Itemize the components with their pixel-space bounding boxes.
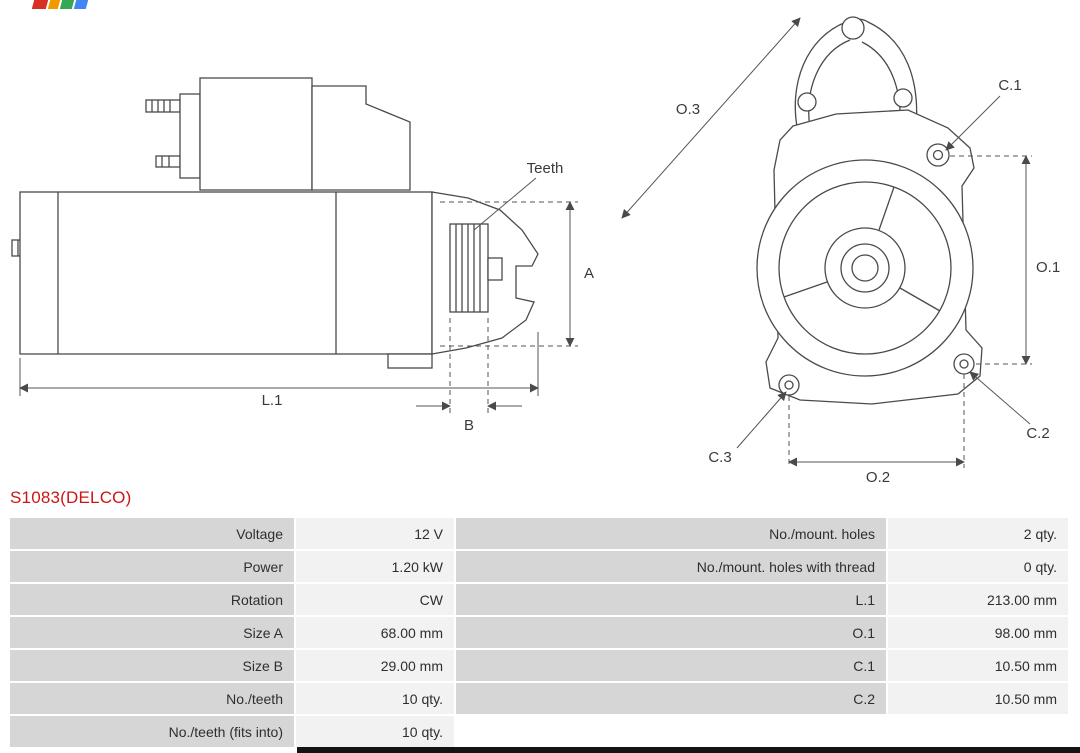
spec-value: 29.00 mm [296,650,454,681]
spec-label: Size A [10,617,294,648]
spec-value: 12 V [296,518,454,549]
dim-label-o3: O.3 [676,101,700,118]
spec-value: 10.50 mm [888,650,1068,681]
spec-label: C.1 [456,650,886,681]
technical-diagram: Teeth A L.1 B [11,16,1060,486]
dim-label-c3: C.3 [708,449,731,466]
spec-label: No./mount. holes with thread [456,551,886,582]
spec-value: 10 qty. [296,716,454,747]
dim-label-o1: O.1 [1036,259,1060,276]
starter-side-view [11,77,539,369]
spec-value-empty [888,716,1068,747]
spec-value: 10.50 mm [888,683,1068,714]
spec-label: No./teeth [10,683,294,714]
spec-value: 2 qty. [888,518,1068,549]
spec-label-empty [456,716,886,747]
dim-label-b: B [464,417,474,434]
spec-table: Voltage 12 V No./mount. holes 2 qty. Pow… [10,518,1068,747]
spec-label: Power [10,551,294,582]
side-view-dimensions [19,177,578,414]
spec-label: L.1 [456,584,886,615]
spec-label: No./mount. holes [456,518,886,549]
spec-label: O.1 [456,617,886,648]
spec-value: 213.00 mm [888,584,1068,615]
spec-value: 1.20 kW [296,551,454,582]
dim-label-l1: L.1 [262,392,283,409]
spec-label: Size B [10,650,294,681]
spec-label: No./teeth (fits into) [10,716,294,747]
dim-label-o2: O.2 [866,469,890,486]
spec-value: 68.00 mm [296,617,454,648]
spec-label: C.2 [456,683,886,714]
starter-front-view [756,16,983,405]
spec-label: Voltage [10,518,294,549]
front-view-dimensions [621,17,1032,468]
spec-value: 0 qty. [888,551,1068,582]
dim-label-teeth: Teeth [527,160,564,177]
bottom-strip [297,747,1080,753]
dim-label-c2: C.2 [1026,425,1049,442]
part-number: S1083(DELCO) [10,488,132,507]
spec-value: 10 qty. [296,683,454,714]
dim-label-c1: C.1 [998,77,1021,94]
spec-label: Rotation [10,584,294,615]
spec-value: CW [296,584,454,615]
dim-label-a: A [584,265,594,282]
spec-value: 98.00 mm [888,617,1068,648]
